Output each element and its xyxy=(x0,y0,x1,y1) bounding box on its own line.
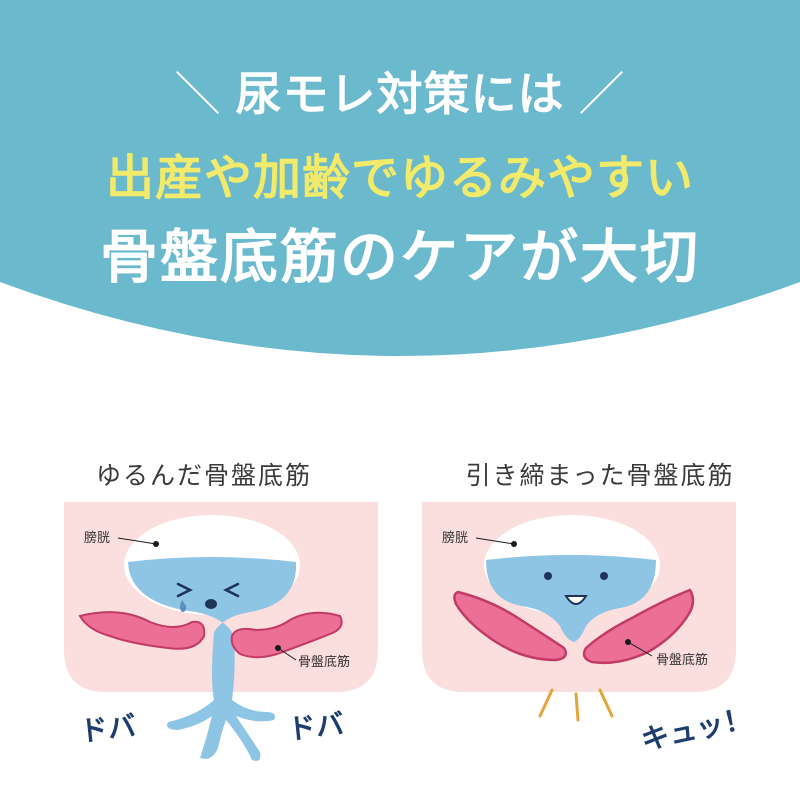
left-sfx-doba: ドバ xyxy=(78,709,137,748)
worried-mouth-icon xyxy=(205,599,217,609)
squeeze-line-3 xyxy=(598,688,614,718)
happy-mouth-icon xyxy=(564,595,588,605)
headline-line-2: 出産や加齢でゆるみやすい xyxy=(105,150,694,206)
headline-line-1-text: 尿モレ対策には xyxy=(235,67,565,121)
left-slash-deco: ＼ xyxy=(174,67,222,121)
left-muscle-left xyxy=(78,611,206,650)
left-bladder-label: 膀胱 xyxy=(84,530,110,546)
pelvic-floor-illustration: 膀胱 骨盤底筋 ドバ ドバ 膀胱 骨盤底筋 キュッ！ xyxy=(64,502,755,761)
happy-left-eye-icon xyxy=(544,572,552,580)
header-background xyxy=(0,0,800,356)
loose-panel-title: ゆるんだ骨盤底筋 xyxy=(95,461,312,490)
right-eye-icon xyxy=(223,582,240,598)
right-bladder-leader-line xyxy=(475,537,515,545)
squeeze-sfx: キュッ！ xyxy=(638,701,754,757)
loose-pelvic-floor-panel: 膀胱 骨盤底筋 ドバ ドバ xyxy=(64,502,378,761)
teardrop-icon xyxy=(180,600,187,612)
happy-right-eye-icon xyxy=(600,572,608,580)
tight-pelvic-floor-panel: 膀胱 骨盤底筋 キュッ！ xyxy=(422,502,755,757)
headline-line-3: 骨盤底筋のケアが大切 xyxy=(99,223,700,291)
squeeze-line-1 xyxy=(538,688,554,718)
tight-panel-title: 引き締まった骨盤底筋 xyxy=(465,461,735,490)
muscle-leader-line xyxy=(277,647,297,661)
squeeze-line-2 xyxy=(574,692,580,722)
right-muscle-leader-line xyxy=(627,641,653,657)
left-urine-leak xyxy=(128,557,297,761)
left-muscle-label: 骨盤底筋 xyxy=(298,654,350,670)
right-muscle-right xyxy=(582,588,695,665)
left-eye-icon xyxy=(176,582,193,598)
bladder-leader-line xyxy=(117,537,157,545)
right-muscle-label: 骨盤底筋 xyxy=(656,652,708,668)
left-muscle-right xyxy=(230,611,343,659)
right-slash-deco: ／ xyxy=(578,67,626,121)
right-sfx-doba: ドバ xyxy=(286,707,345,746)
right-bladder-label: 膀胱 xyxy=(442,530,468,546)
right-muscle-left xyxy=(453,590,567,662)
headline-line-1: ＼尿モレ対策には／ xyxy=(0,58,800,124)
